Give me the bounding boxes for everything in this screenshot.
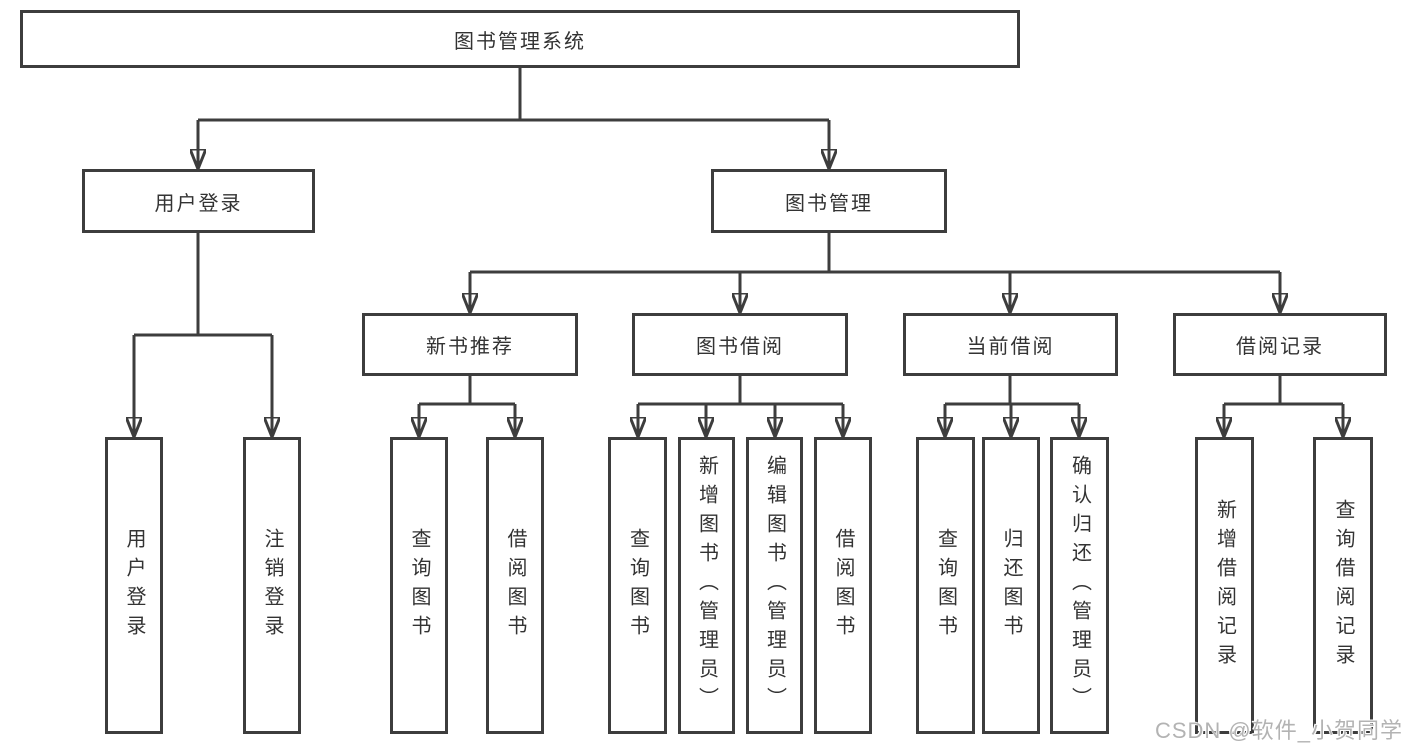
node-borrow-records-label: 借阅记录 <box>1236 336 1324 358</box>
node-new-book-recommend: 新书推荐 <box>362 313 578 376</box>
connectors-book-management-branch <box>470 233 1280 310</box>
node-current-borrow: 当前借阅 <box>903 313 1118 376</box>
node-book-management-label: 图书管理 <box>785 192 873 215</box>
leaf-edit-book-admin-label: 编辑图书（管理员） <box>763 455 786 716</box>
connectors-book-borrow-branch <box>638 376 843 434</box>
leaf-add-book-admin-label: 新增图书（管理员） <box>695 455 718 716</box>
leaf-add-book-admin: 新增图书（管理员） <box>678 437 735 734</box>
csdn-watermark: CSDN @软件_小贺同学 <box>1154 718 1403 743</box>
leaf-query-borrow-record-label: 查询借阅记录 <box>1332 498 1354 673</box>
node-borrow-records: 借阅记录 <box>1173 313 1387 376</box>
connectors-current-borrow-branch <box>945 376 1079 434</box>
connectors-root-to-level2 <box>198 68 829 166</box>
node-new-book-recommend-label: 新书推荐 <box>426 336 514 358</box>
node-user-login: 用户登录 <box>82 169 315 233</box>
leaf-query-books-2: 查询图书 <box>608 437 667 734</box>
leaf-user-login-label: 用户登录 <box>123 527 145 644</box>
node-book-management: 图书管理 <box>711 169 947 233</box>
node-user-login-label: 用户登录 <box>154 192 243 215</box>
connectors-borrow-records-branch <box>1224 376 1343 434</box>
leaf-borrow-books-2: 借阅图书 <box>814 437 872 734</box>
leaf-query-borrow-record: 查询借阅记录 <box>1313 437 1373 734</box>
node-root-label: 图书管理系统 <box>454 30 586 53</box>
leaf-query-books-3-label: 查询图书 <box>934 527 957 644</box>
leaf-query-books-1: 查询图书 <box>390 437 448 734</box>
leaf-edit-book-admin: 编辑图书（管理员） <box>746 437 803 734</box>
leaf-confirm-return-admin: 确认归还（管理员） <box>1050 437 1109 734</box>
leaf-user-login: 用户登录 <box>105 437 163 734</box>
node-root: 图书管理系统 <box>20 10 1020 68</box>
leaf-confirm-return-admin-label: 确认归还（管理员） <box>1068 455 1091 716</box>
leaf-return-book: 归还图书 <box>982 437 1040 734</box>
node-book-borrow: 图书借阅 <box>632 313 848 376</box>
leaf-borrow-books-2-label: 借阅图书 <box>832 527 854 644</box>
leaf-query-books-2-label: 查询图书 <box>626 527 649 644</box>
node-book-borrow-label: 图书借阅 <box>696 336 784 358</box>
connectors-user-login-branch <box>134 233 272 434</box>
node-current-borrow-label: 当前借阅 <box>966 336 1055 358</box>
leaf-logout: 注销登录 <box>243 437 301 734</box>
connectors-new-book-recommend-branch <box>419 376 515 434</box>
leaf-borrow-books-1: 借阅图书 <box>486 437 544 734</box>
leaf-borrow-books-1-label: 借阅图书 <box>504 527 526 644</box>
leaf-add-borrow-record-label: 新增借阅记录 <box>1213 498 1236 673</box>
leaf-query-books-1-label: 查询图书 <box>408 527 430 644</box>
leaf-add-borrow-record: 新增借阅记录 <box>1195 437 1254 734</box>
leaf-query-books-3: 查询图书 <box>916 437 975 734</box>
leaf-logout-label: 注销登录 <box>261 527 283 644</box>
leaf-return-book-label: 归还图书 <box>1000 527 1022 644</box>
